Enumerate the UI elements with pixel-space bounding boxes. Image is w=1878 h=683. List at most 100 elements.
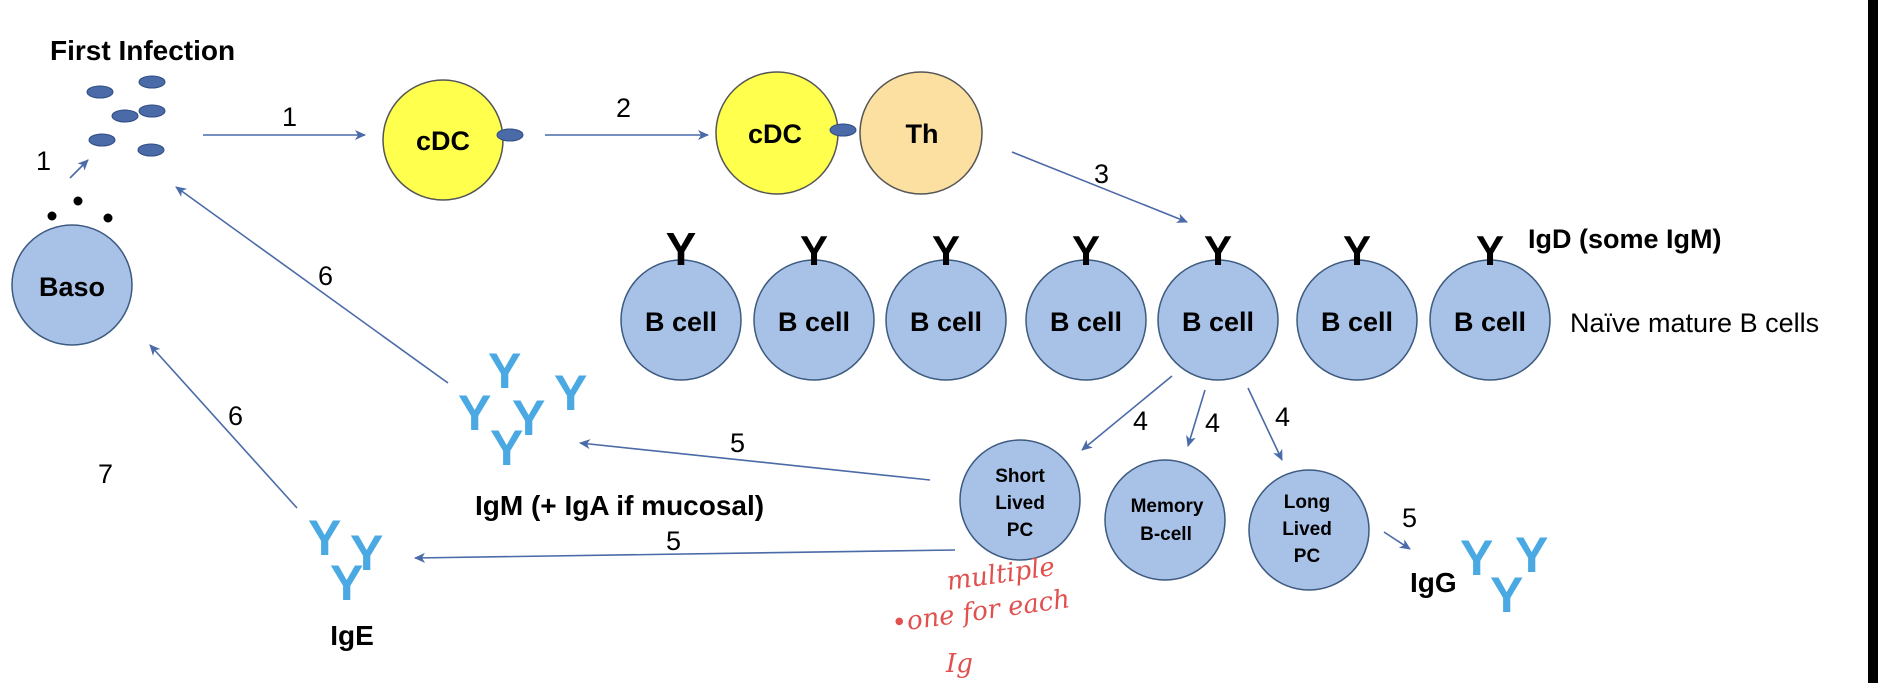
b-cell-label: B cell (645, 307, 717, 337)
step-number: 5 (666, 526, 681, 556)
granule-dot (73, 196, 83, 206)
b-cell-receptor: Y (1204, 227, 1232, 274)
b-cell-receptor: Y (800, 227, 828, 274)
igd-label: IgD (some IgM) (1528, 224, 1722, 254)
granule-dot (47, 211, 57, 221)
arrow-step-4-long-lived (1247, 387, 1283, 461)
b-cell-label: B cell (1182, 307, 1254, 337)
arrow-baso-to-pathogen (69, 159, 89, 179)
b-cell-label: B cell (778, 307, 850, 337)
granule-dot (103, 213, 113, 223)
cdc-label: cDC (748, 119, 802, 149)
pathogen-particle (138, 104, 166, 118)
b-cell-receptor: Y (1072, 227, 1100, 274)
step-number: 4 (1275, 402, 1290, 432)
antibody-glyph: Y (554, 365, 587, 421)
antibody-glyph: Y (488, 343, 521, 399)
pathogen-particle (86, 85, 114, 99)
first-infection-title: First Infection (50, 35, 235, 66)
step-number: 6 (318, 261, 333, 291)
antibody-glyph: Y (1460, 530, 1493, 586)
b-cell-label: B cell (910, 307, 982, 337)
arrow-step-5-igm (579, 439, 931, 481)
b-cell: B cell Y (1429, 227, 1551, 381)
arrow-step-4-short-lived (1081, 375, 1173, 451)
step-number: 7 (98, 459, 113, 489)
step-numbers: 1 1 2 3 4 4 4 5 5 5 6 6 7 (36, 93, 1417, 556)
arrow-step-6-igm (175, 186, 449, 384)
th-label: Th (906, 119, 939, 149)
b-cell-receptor: Y (1476, 227, 1504, 274)
b-cell: B cell Y (753, 227, 875, 381)
cell-label-line: Lived (1282, 519, 1332, 540)
step-number: 4 (1133, 406, 1148, 436)
b-cell-body (753, 259, 875, 381)
step-number: 4 (1205, 408, 1220, 438)
arrow-step-5-ige (414, 549, 956, 563)
b-cell: B cell Y (1157, 227, 1279, 381)
b-cell-receptor: Y (666, 223, 697, 275)
pathogen-cluster (86, 75, 166, 157)
antibody-glyph: Y (512, 390, 545, 446)
igg-label: IgG (1410, 567, 1457, 598)
arrows (69, 130, 1411, 563)
b-cell-body (1429, 259, 1551, 381)
antibody-glyph: Y (1515, 527, 1548, 583)
cell-label-line: Long (1284, 492, 1330, 513)
ige-label: IgE (330, 620, 374, 651)
b-cell-label: B cell (1321, 307, 1393, 337)
b-cell-body (1296, 259, 1418, 381)
cell-label-line: Memory (1131, 496, 1204, 517)
b-cell-body (1157, 259, 1279, 381)
b-cell-body (620, 259, 742, 381)
antigen-particle (829, 123, 857, 137)
step-number: 6 (228, 401, 243, 431)
pathogen-particle (111, 109, 139, 123)
antibody-glyph: Y (330, 555, 363, 611)
screen-edge-bar (1868, 0, 1878, 683)
pathogen-particle (137, 143, 165, 157)
arrow-step-3 (1011, 151, 1188, 223)
step-number: 1 (282, 102, 297, 132)
baso-label: Baso (39, 272, 105, 302)
b-cell-label: B cell (1050, 307, 1122, 337)
igg-antibody-cluster: Y Y Y (1460, 527, 1548, 623)
antibody-glyph: Y (350, 525, 383, 581)
b-cell-body (885, 259, 1007, 381)
note-line: Ig (945, 649, 973, 679)
cdc-cell-1: cDC (382, 79, 524, 201)
cdc-th-pair: cDC Th (715, 71, 983, 195)
pathogen-particle (88, 133, 116, 147)
b-cell: B cell Y (620, 223, 742, 381)
naive-b-cells-label: Naïve mature B cells (1570, 308, 1819, 338)
handwritten-note: multiple •one for each Ig (890, 552, 1072, 679)
arrow-step-6-ige (149, 344, 298, 509)
short-lived-pc-cell: Short Lived PC (959, 439, 1081, 561)
long-lived-pc-cell: Long Lived PC (1248, 469, 1370, 591)
b-cell: B cell Y (1296, 227, 1418, 381)
b-cell-receptor: Y (1343, 227, 1371, 274)
cell-label-line: PC (1294, 546, 1321, 567)
ige-antibody-cluster: Y Y Y (308, 510, 383, 611)
cell-label-line: B-cell (1140, 524, 1192, 545)
pathogen-particle (138, 75, 166, 89)
igm-label: IgM (+ IgA if mucosal) (475, 490, 764, 521)
b-cell: B cell Y (1025, 227, 1147, 381)
basophil-cell: Baso (11, 224, 133, 346)
th-cell (859, 71, 983, 195)
step-number: 5 (1402, 503, 1417, 533)
cdc-label: cDC (416, 126, 470, 156)
step-number: 1 (36, 146, 51, 176)
b-cell-label: B cell (1454, 307, 1526, 337)
b-cell-body (1025, 259, 1147, 381)
cell-label-line: Lived (995, 493, 1045, 514)
arrow-step-4-memory (1186, 389, 1206, 447)
antigen-particle (496, 128, 524, 142)
cell-label-line: PC (1007, 520, 1034, 541)
antibody-glyph: Y (490, 420, 523, 476)
antibody-glyph: Y (1490, 567, 1523, 623)
step-number: 3 (1094, 159, 1109, 189)
